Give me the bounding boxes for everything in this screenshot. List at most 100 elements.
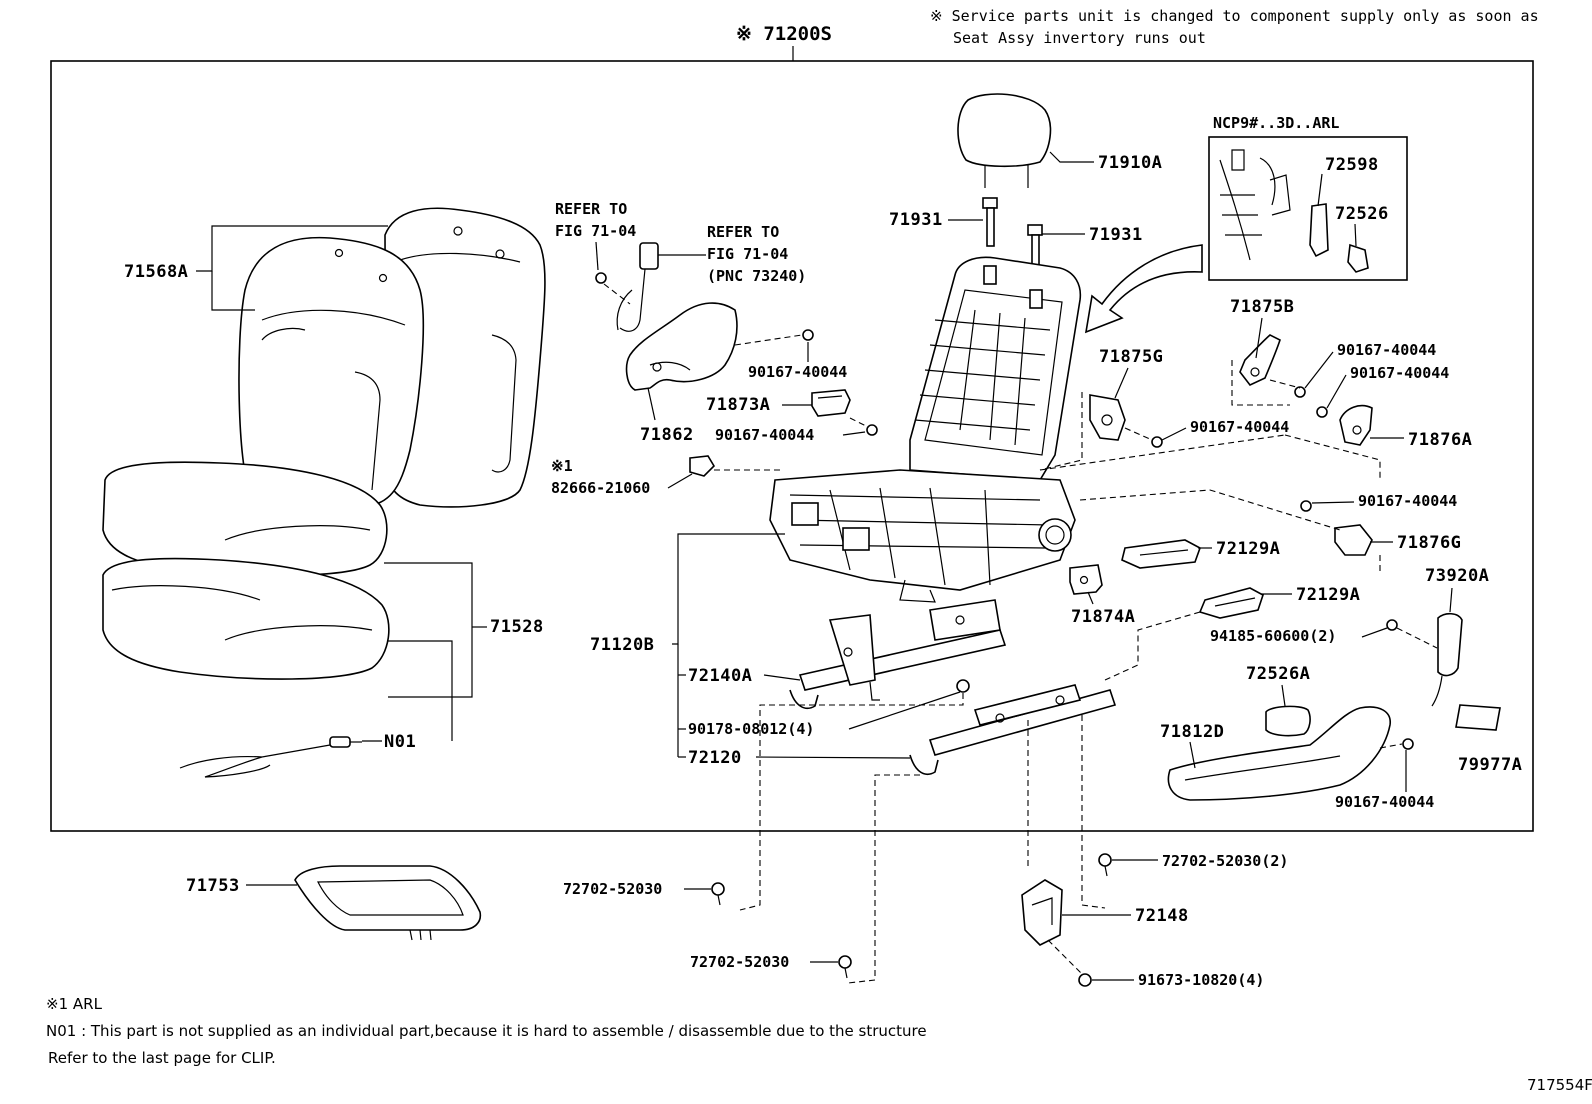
inset-frame [1208, 136, 1408, 281]
refer1-line1: REFER TO [555, 200, 627, 218]
label-71910A: 71910A [1098, 153, 1162, 173]
label-72702-c: 72702-52030(2) [1162, 852, 1288, 870]
headrest-guide-left [982, 197, 998, 247]
clip-82666 [689, 455, 780, 477]
seat-cushion-cover-lower [102, 557, 390, 680]
leader-N01 [388, 640, 453, 741]
label-71753: 71753 [186, 876, 240, 896]
dash-71876A [1284, 434, 1381, 480]
label-72526: 72526 [1335, 204, 1389, 224]
service-note-line2: Seat Assy invertory runs out [953, 29, 1206, 47]
label-82666: 82666-21060 [551, 479, 650, 497]
dash-90167-g [1379, 743, 1403, 749]
label-plate-79977A [1455, 704, 1501, 731]
dash-72129A-2 [1104, 611, 1201, 681]
label-71812D: 71812D [1160, 722, 1224, 742]
bolt-72702-a [711, 882, 725, 896]
bracket-71873A [811, 389, 851, 417]
label-71528: 71528 [490, 617, 544, 637]
leader-71910A [1049, 151, 1094, 163]
seatback-cover-rear [384, 207, 546, 508]
label-71931-left: 71931 [889, 210, 943, 230]
leader-71875B [1255, 317, 1263, 359]
refer2-line1: REFER TO [707, 223, 779, 241]
footer-note3: Refer to the last page for CLIP. [48, 1049, 276, 1067]
label-72120: 72120 [688, 748, 742, 768]
nut-90178 [956, 679, 970, 693]
assembly-label: ※ 71200S [736, 23, 832, 45]
inset-title: NCP9#..3D..ARL [1213, 114, 1339, 132]
inset-seat-frame-detail [1219, 149, 1291, 261]
dash-90167-b [849, 417, 869, 428]
dash-72120-down [847, 774, 920, 984]
refer1-line2: FIG 71-04 [555, 222, 636, 240]
seat-track-72140A [789, 599, 1007, 710]
headrest-71910A [957, 93, 1052, 188]
bracket-72148 [1021, 879, 1063, 946]
side-cover-71862 [625, 302, 738, 391]
dash-71875B [1231, 360, 1290, 406]
leader-refer1 [595, 241, 599, 271]
dash-90167-de [1269, 379, 1301, 389]
label-72702-b: 72702-52030 [690, 953, 789, 971]
bracket-71876A [1339, 404, 1373, 446]
label-91673: 91673-10820(4) [1138, 971, 1264, 989]
n01-wire-harness [179, 736, 362, 778]
label-71875B: 71875B [1230, 297, 1294, 317]
nut-94185 [1386, 619, 1398, 631]
leader-72526 [1354, 223, 1357, 247]
bolt-90167-e [1316, 406, 1328, 418]
label-72129A-1: 72129A [1216, 539, 1280, 559]
cover-71812D [1167, 706, 1391, 801]
dash-90167-c [1124, 427, 1153, 441]
leader-72120 [755, 756, 911, 759]
leader-90178 [848, 691, 961, 730]
knob-72526A [1265, 705, 1311, 737]
leader-72140A [763, 674, 801, 681]
leader-71862 [647, 387, 656, 421]
label-90167-e: 90167-40044 [1350, 364, 1449, 382]
inset-part-72598 [1309, 203, 1329, 258]
dash-71876G [1079, 489, 1341, 531]
refer2-line2: FIG 71-04 [707, 245, 788, 263]
label-72140A: 72140A [688, 666, 752, 686]
label-90167-f: 90167-40044 [1358, 492, 1457, 510]
leader-82666 [667, 473, 693, 489]
leader-90167-c [1161, 427, 1187, 441]
bolt-72702-b [838, 955, 852, 969]
bolt-90167-f [1300, 500, 1312, 512]
leader-71874A [1087, 591, 1094, 605]
label-71568A: 71568A [124, 262, 188, 282]
bolt-91673 [1078, 973, 1092, 987]
cover-72129A-upper [1121, 539, 1201, 569]
label-N01: N01 [384, 732, 416, 752]
bolt-72702-c-shank [1104, 865, 1108, 877]
dash-frame-71876A [1039, 434, 1286, 471]
service-note-line1: ※ Service parts unit is changed to compo… [930, 7, 1539, 25]
seatback-cover-front [238, 236, 425, 509]
label-72702-a: 72702-52030 [563, 880, 662, 898]
label-71874A: 71874A [1071, 607, 1135, 627]
bracket-71874A [1069, 564, 1103, 595]
bracket-71875G [1089, 394, 1126, 441]
inset-part-72526 [1347, 243, 1369, 273]
direction-arrow [1084, 244, 1203, 334]
refer2-line3: (PNC 73240) [707, 267, 806, 285]
seat-frame-71120B [769, 256, 1082, 603]
label-90167-c: 90167-40044 [1190, 418, 1289, 436]
label-71931-right: 71931 [1089, 225, 1143, 245]
leader-71875G [1114, 367, 1129, 399]
leader-72526A [1281, 684, 1286, 707]
bolt-90167-a [734, 329, 814, 346]
dash-91673 [1047, 939, 1083, 975]
bolt-90167-g [1402, 738, 1414, 750]
buckle-bolt [595, 272, 631, 305]
label-71876A: 71876A [1408, 430, 1472, 450]
label-71873A: 71873A [706, 395, 770, 415]
leader-71120B [672, 533, 785, 645]
seat-cushion-cover-upper [102, 461, 388, 577]
bracket-71876G [1334, 524, 1373, 556]
label-71120B: 71120B [590, 635, 654, 655]
bolt-90167-b [866, 424, 878, 436]
